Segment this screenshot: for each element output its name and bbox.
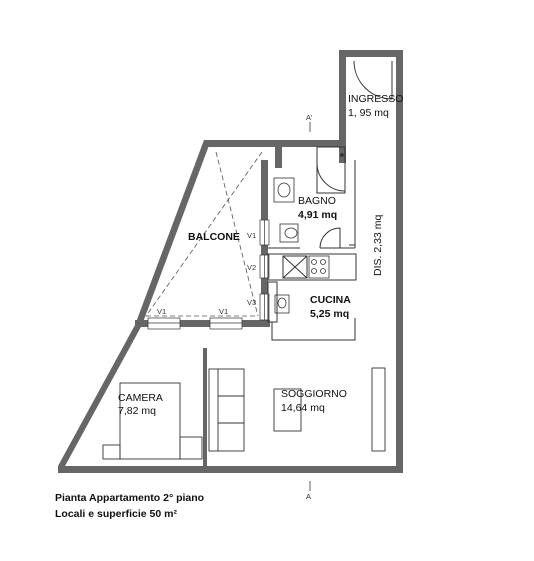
- ingresso-area: 1, 95 mq: [348, 107, 389, 119]
- window-v1-side-label: V1: [247, 231, 256, 240]
- camera-area: 7,82 mq: [118, 405, 156, 417]
- outer-walls: [58, 50, 403, 473]
- coffee-table-icon: [273, 388, 302, 432]
- ingresso-label: INGRESSO: [348, 93, 403, 105]
- soggiorno-area: 14,64 mq: [281, 402, 325, 414]
- window-v2-label: V2: [247, 263, 256, 272]
- disimpegno-label: DIS. 2,33 mq: [372, 215, 384, 276]
- bagno-label: BAGNO: [298, 195, 336, 207]
- section-top-label: A': [306, 113, 313, 122]
- bagno-area: 4,91 mq: [298, 209, 337, 221]
- tv-cabinet-icon: [371, 367, 386, 452]
- window-v1-right-label: V1: [219, 307, 228, 316]
- caption-subtitle: Locali e superficie 50 m²: [55, 508, 177, 520]
- window-v3-label: V3: [247, 298, 256, 307]
- cucina-label: CUCINA: [310, 294, 351, 306]
- sofa-icon: [208, 368, 245, 452]
- window-openings: [147, 317, 243, 330]
- cucina-area: 5,25 mq: [310, 308, 349, 320]
- balcony-diagonals: [145, 151, 263, 317]
- stove-icon: [308, 255, 330, 279]
- bed-icon: [102, 382, 203, 460]
- soggiorno-label: SOGGIORNO: [281, 388, 347, 400]
- caption-title: Pianta Appartamento 2° piano: [55, 492, 205, 504]
- window-v1-left-label: V1: [157, 307, 166, 316]
- section-bottom-label: A: [306, 492, 311, 501]
- bathroom-fixtures: [273, 153, 344, 243]
- balcone-label: BALCONE: [188, 231, 240, 243]
- camera-label: CAMERA: [118, 392, 163, 404]
- interior-partitions: [267, 60, 393, 341]
- side-windows: [259, 219, 270, 321]
- fridge-icon: [274, 294, 290, 314]
